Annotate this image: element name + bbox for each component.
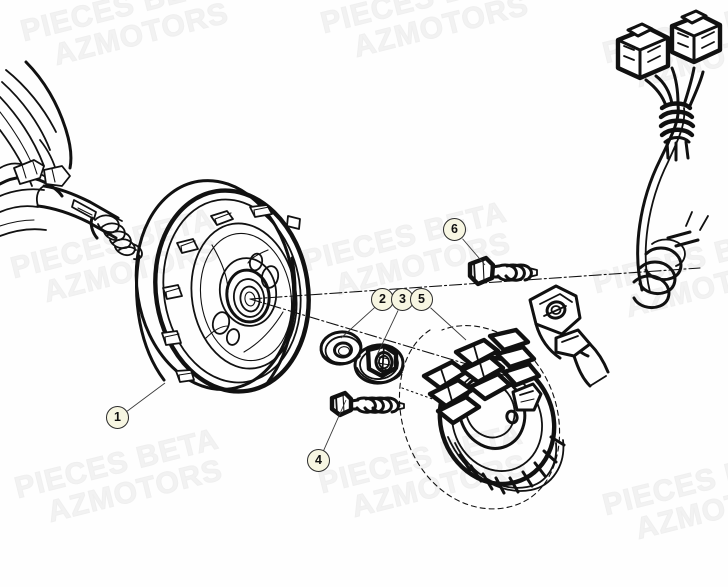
shaft-thread: [94, 214, 137, 257]
cable-grommet: [632, 211, 709, 310]
flywheel-rotor: [134, 179, 311, 394]
tape-wrap: [658, 101, 696, 162]
leader-line-3: [376, 310, 399, 356]
stator-mount-plate: [528, 284, 610, 388]
connector-left: [615, 22, 671, 81]
leader-line-2: [340, 307, 375, 339]
stator-bolt-part-6: [467, 255, 538, 287]
harness-branches: [644, 66, 705, 110]
callout-1-bubble[interactable]: 1: [106, 406, 129, 429]
crankshaft-assembly: [0, 60, 143, 261]
callout-leaders: [126, 238, 486, 451]
washer-part-2: [319, 330, 363, 366]
wiring-harness: [615, 9, 723, 310]
stator-coils: [421, 327, 542, 426]
hex-socket-bolt-part-4: [329, 390, 405, 418]
leader-line-6: [462, 238, 486, 266]
callout-5-bubble[interactable]: 5: [410, 288, 433, 311]
flange-nut-part-3: [353, 343, 405, 385]
bolt-thread-6: [496, 263, 533, 282]
stator-assembly-part-5: [398, 284, 610, 510]
bolt-thread-4: [355, 396, 400, 414]
stator-laminations: [447, 435, 566, 495]
callout-4-bubble[interactable]: 4: [307, 449, 330, 472]
leader-line-1: [126, 382, 166, 412]
rotor-magnets: [161, 204, 301, 383]
rotor-hub: [211, 252, 280, 346]
callout-6-bubble[interactable]: 6: [443, 218, 466, 241]
pickup-coil: [505, 382, 543, 425]
leader-line-4: [323, 399, 347, 451]
connector-right: [669, 9, 723, 65]
leader-line-5: [430, 307, 467, 341]
